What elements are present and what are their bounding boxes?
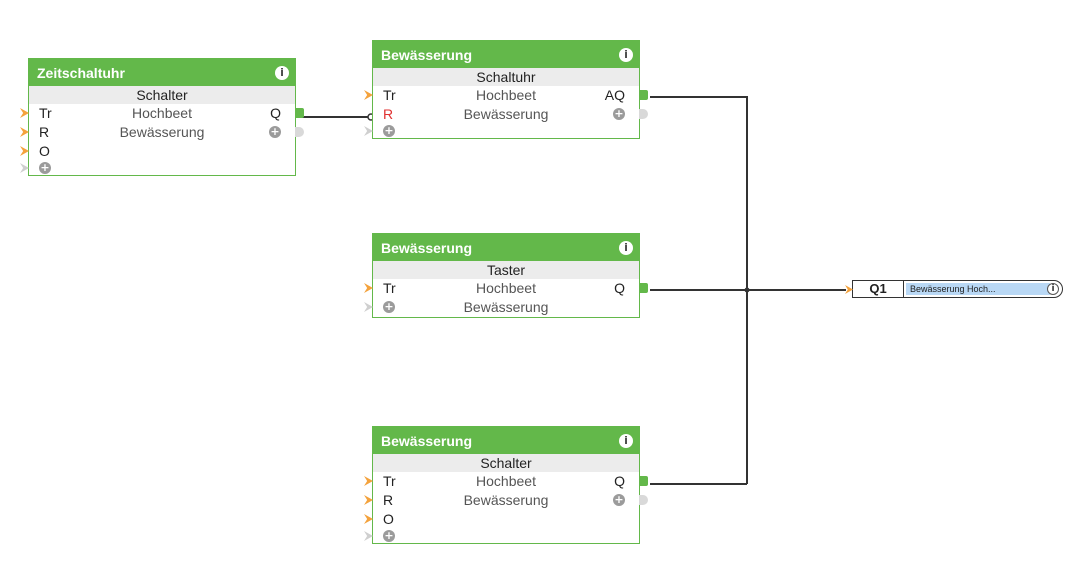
block-name-line: Bewässerung — [463, 492, 549, 508]
info-icon[interactable]: i — [619, 433, 633, 448]
output-description: Bewässerung Hoch... — [906, 283, 1050, 295]
block-name-line: Hochbeet — [476, 87, 536, 103]
block-row: Tr Hochbeet Q — [364, 279, 648, 298]
block-row: R Bewässerung + — [20, 123, 304, 142]
block-name-line: Hochbeet — [132, 105, 192, 121]
output-label-q: Q — [614, 280, 625, 296]
output-label-aq: AQ — [604, 87, 625, 103]
output-pin[interactable] — [295, 108, 304, 118]
block-subtitle: Taster — [373, 261, 639, 279]
input-pin[interactable] — [364, 283, 373, 293]
input-pin[interactable] — [20, 146, 29, 156]
function-block-taster[interactable]: Bewässerung i Taster Tr Hochbeet Q + Bew… — [364, 233, 648, 318]
output-id: Q1 — [853, 281, 904, 297]
block-subtitle: Schalter — [29, 86, 295, 104]
input-label-o: O — [383, 511, 394, 527]
block-row: Tr Hochbeet Q — [364, 472, 648, 491]
block-header[interactable]: Zeitschaltuhr i — [29, 59, 295, 86]
add-input-icon[interactable]: + — [383, 300, 395, 313]
input-pin-placeholder[interactable] — [364, 531, 373, 541]
input-pin[interactable] — [364, 514, 373, 524]
block-name-line: Bewässerung — [119, 124, 205, 140]
input-pin[interactable] — [845, 285, 853, 294]
input-label-r: R — [383, 106, 394, 122]
output-label-q: Q — [270, 105, 281, 121]
input-label-o: O — [39, 143, 50, 159]
output-label-q: Q — [614, 473, 625, 489]
block-row: R Bewässerung + — [364, 491, 648, 510]
wire-schaltuhr-aq-to-bus — [650, 96, 748, 484]
block-header[interactable]: Bewässerung i — [373, 41, 639, 68]
input-label-tr: Tr — [39, 105, 52, 121]
block-row: O — [20, 142, 295, 161]
block-title: Bewässerung — [381, 239, 473, 256]
input-pin-placeholder[interactable] — [364, 126, 373, 136]
block-subtitle: Schaltuhr — [373, 68, 639, 86]
block-title: Zeitschaltuhr — [37, 64, 125, 81]
info-icon[interactable]: i — [1047, 283, 1059, 295]
block-name-line: Bewässerung — [463, 106, 549, 122]
block-row: + — [364, 124, 639, 138]
block-row: + — [364, 529, 639, 543]
block-subtitle: Schalter — [373, 454, 639, 472]
block-row: Tr Hochbeet AQ — [364, 86, 648, 105]
output-pin[interactable] — [639, 283, 648, 293]
add-output-icon[interactable]: + — [613, 107, 625, 120]
block-row: + Bewässerung — [364, 298, 639, 317]
function-block-schaltuhr[interactable]: Bewässerung i Schaltuhr Tr Hochbeet AQ R… — [364, 40, 648, 139]
output-block-q1[interactable]: Q1 Bewässerung Hoch... i — [845, 280, 1063, 298]
block-row: + — [20, 161, 295, 175]
input-label-tr: Tr — [383, 473, 396, 489]
block-header[interactable]: Bewässerung i — [373, 234, 639, 261]
input-label-tr: Tr — [383, 280, 396, 296]
output-pin-placeholder[interactable] — [295, 127, 304, 137]
add-output-icon[interactable]: + — [613, 493, 625, 506]
output-pin[interactable] — [639, 476, 648, 486]
output-pin-placeholder[interactable] — [639, 495, 648, 505]
block-row: Tr Hochbeet Q — [20, 104, 304, 123]
block-row: O — [364, 510, 639, 529]
input-label-r: R — [383, 492, 394, 508]
info-icon[interactable]: i — [619, 240, 633, 255]
output-pin-placeholder[interactable] — [639, 109, 648, 119]
output-pin[interactable] — [639, 90, 648, 100]
block-header[interactable]: Bewässerung i — [373, 427, 639, 454]
input-pin[interactable] — [364, 476, 373, 486]
wire-junction — [744, 287, 750, 293]
block-name-line: Bewässerung — [463, 299, 549, 315]
function-block-zeitschaltuhr[interactable]: Zeitschaltuhr i Schalter Tr Hochbeet Q R… — [20, 58, 304, 176]
block-name-line: Hochbeet — [476, 473, 536, 489]
add-output-icon[interactable]: + — [269, 125, 281, 138]
input-pin-placeholder[interactable] — [20, 163, 29, 173]
input-pin[interactable] — [364, 495, 373, 505]
input-label-tr: Tr — [383, 87, 396, 103]
block-title: Bewässerung — [381, 432, 473, 449]
block-name-line: Hochbeet — [476, 280, 536, 296]
add-input-icon[interactable]: + — [383, 124, 395, 137]
input-pin[interactable] — [20, 108, 29, 118]
info-icon[interactable]: i — [619, 47, 633, 62]
input-label-r: R — [39, 124, 50, 140]
function-block-schalter[interactable]: Bewässerung i Schalter Tr Hochbeet Q R B… — [364, 426, 648, 544]
block-title: Bewässerung — [381, 46, 473, 63]
add-input-icon[interactable]: + — [383, 529, 395, 542]
input-pin[interactable] — [20, 127, 29, 137]
block-row: R Bewässerung + — [373, 105, 648, 124]
info-icon[interactable]: i — [275, 65, 289, 80]
input-pin-placeholder[interactable] — [364, 302, 373, 312]
input-pin[interactable] — [364, 90, 373, 100]
add-input-icon[interactable]: + — [39, 161, 51, 174]
